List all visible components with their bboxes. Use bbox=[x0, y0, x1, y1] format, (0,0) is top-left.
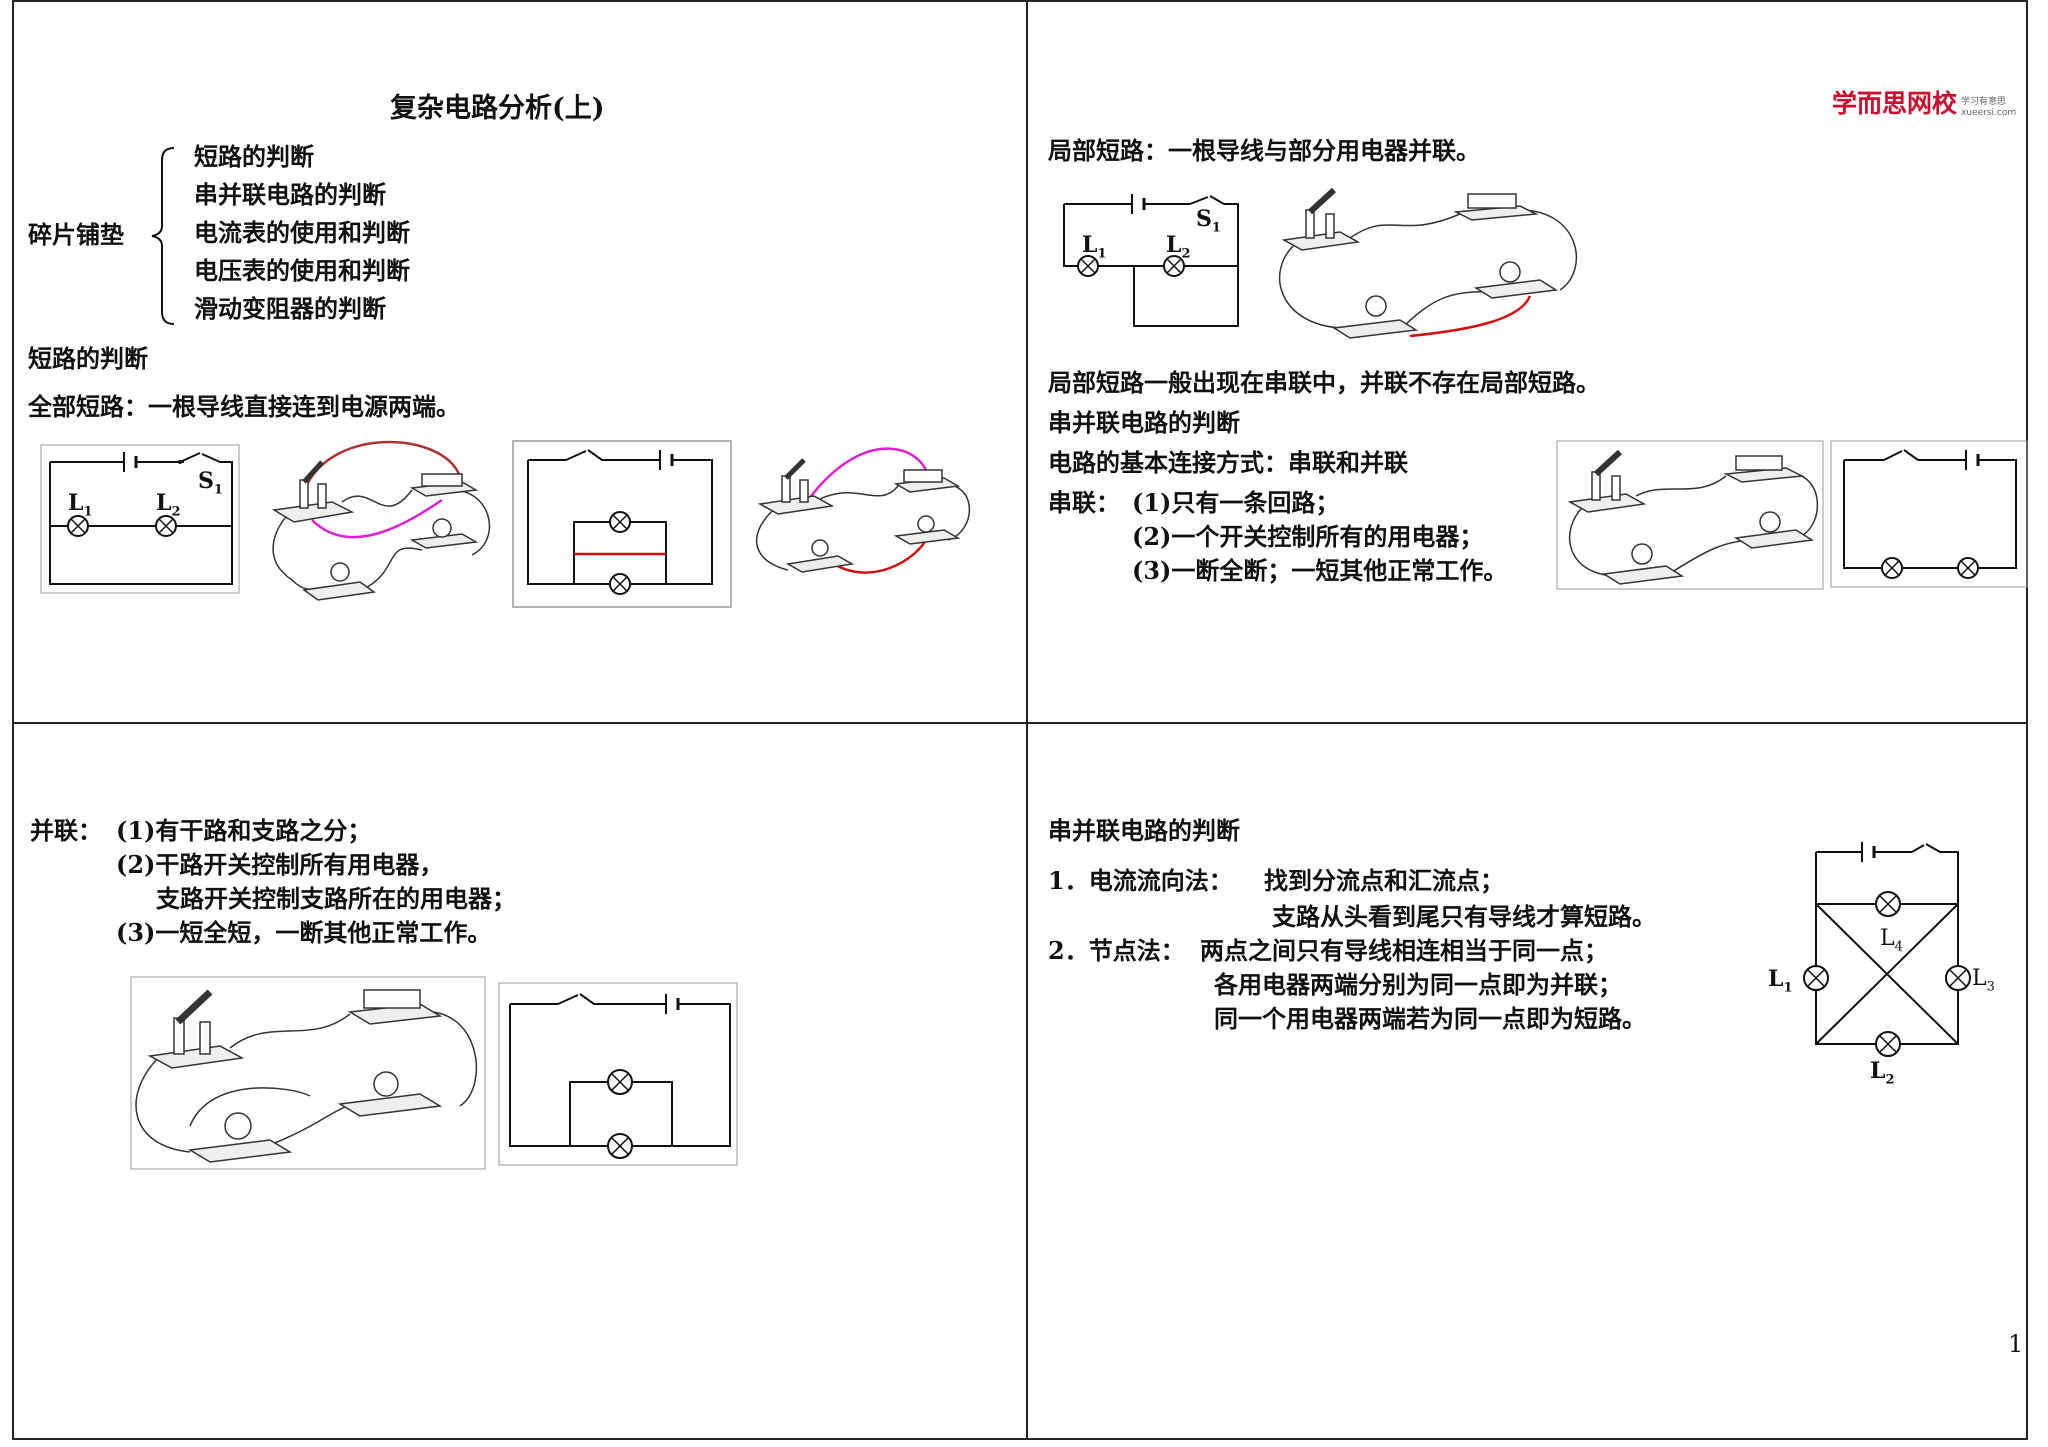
parallel-item-2b: 支路开关控制支路所在的用电器； bbox=[156, 884, 516, 913]
series-item-2: (2)一个开关控制所有的用电器； bbox=[1132, 522, 1484, 551]
method-1-label: 1．电流流向法： bbox=[1048, 866, 1233, 895]
method-2-label: 2．节点法： bbox=[1048, 936, 1185, 965]
series-parallel-heading: 串并联电路的判断 bbox=[1048, 408, 1240, 437]
parallel-schematic bbox=[498, 982, 738, 1166]
full-short-physical-circuit bbox=[271, 440, 491, 601]
left-brace bbox=[151, 147, 175, 325]
topic-item-1: 短路的判断 bbox=[194, 142, 314, 171]
topic-label: 碎片铺垫 bbox=[28, 220, 124, 249]
label-L1: L1 bbox=[68, 490, 93, 520]
parallel-item-1: (1)有干路和支路之分； bbox=[116, 816, 372, 845]
parallel-short-physical-circuit bbox=[755, 447, 970, 574]
topic-item-4: 电压表的使用和判断 bbox=[194, 256, 410, 285]
page-frame bbox=[12, 0, 2028, 1440]
parallel-item-2: (2)干路开关控制所有用电器， bbox=[116, 850, 444, 879]
full-short-schematic-2 bbox=[512, 440, 732, 608]
basic-connection-text: 电路的基本连接方式：串联和并联 bbox=[1048, 448, 1408, 477]
node-method-schematic bbox=[1803, 842, 1971, 1057]
method-2-line-b: 各用电器两端分别为同一点即为并联； bbox=[1214, 970, 1622, 999]
label-S1: S1 bbox=[198, 468, 223, 498]
method-2-line-c: 同一个用电器两端若为同一点即为短路。 bbox=[1214, 1004, 1646, 1033]
page-number: 1 bbox=[2008, 1330, 2024, 1358]
full-short-definition: 全部短路：一根导线直接连到电源两端。 bbox=[28, 392, 460, 421]
partial-short-physical-circuit bbox=[1278, 187, 1578, 339]
quadrant-divider-horizontal bbox=[12, 722, 2028, 724]
method-2-line-a: 两点之间只有导线相连相当于同一点； bbox=[1200, 936, 1608, 965]
method-1-line-b: 支路从头看到尾只有导线才算短路。 bbox=[1272, 902, 1656, 931]
partial-short-schematic bbox=[1063, 194, 1239, 327]
page-title: 复杂电路分析(上) bbox=[390, 93, 605, 124]
partial-short-definition: 局部短路：一根导线与部分用电器并联。 bbox=[1048, 136, 1480, 165]
judgment-heading: 串并联电路的判断 bbox=[1048, 816, 1240, 845]
series-label: 串联： bbox=[1048, 488, 1120, 517]
partial-short-note: 局部短路一般出现在串联中，并联不存在局部短路。 bbox=[1048, 368, 1600, 397]
quadrant-divider-vertical bbox=[1026, 0, 1028, 1440]
series-item-1: (1)只有一条回路； bbox=[1132, 488, 1340, 517]
topic-item-3: 电流表的使用和判断 bbox=[194, 218, 410, 247]
parallel-label: 并联： bbox=[30, 816, 102, 845]
label-L2-node: L2 bbox=[1870, 1058, 1895, 1088]
label-partial-L1: L1 bbox=[1082, 232, 1107, 262]
short-circuit-heading: 短路的判断 bbox=[28, 344, 148, 373]
label-L2: L2 bbox=[156, 490, 181, 520]
label-partial-S1: S1 bbox=[1196, 206, 1221, 236]
label-partial-L2: L2 bbox=[1166, 232, 1191, 262]
topic-item-5: 滑动变阻器的判断 bbox=[194, 294, 386, 323]
method-1-line-a: 找到分流点和汇流点； bbox=[1264, 866, 1504, 895]
series-schematic bbox=[1830, 440, 2028, 588]
label-L3: L3 bbox=[1972, 966, 1995, 995]
series-item-3: (3)一断全断；一短其他正常工作。 bbox=[1132, 556, 1508, 585]
parallel-physical-circuit bbox=[130, 976, 486, 1170]
series-physical-circuit bbox=[1556, 440, 1824, 590]
label-L1-node: L1 bbox=[1768, 966, 1793, 996]
topic-item-2: 串并联电路的判断 bbox=[194, 180, 386, 209]
label-L4: L4 bbox=[1880, 926, 1903, 955]
parallel-item-3: (3)一短全短，一断其他正常工作。 bbox=[116, 918, 492, 947]
full-short-schematic bbox=[40, 444, 240, 594]
